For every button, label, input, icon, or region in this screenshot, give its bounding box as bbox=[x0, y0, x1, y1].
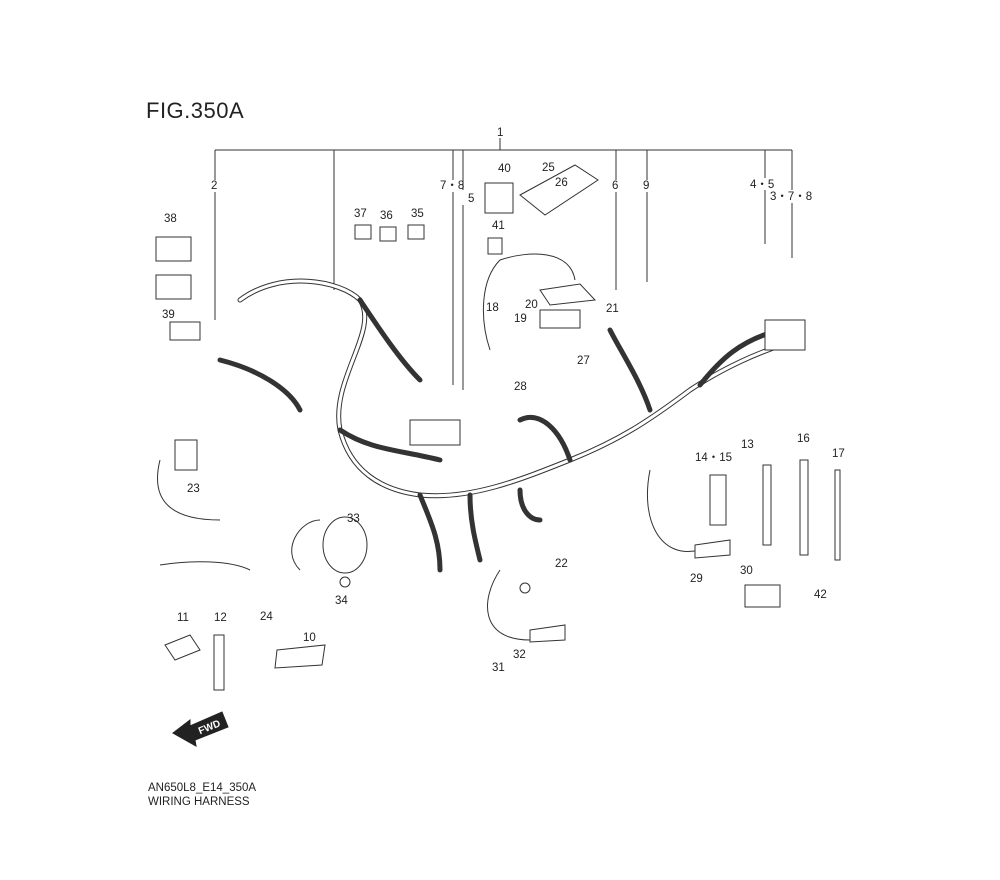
callout-36: 36 bbox=[380, 210, 393, 222]
main-harness bbox=[157, 253, 803, 641]
callout-21: 21 bbox=[606, 303, 619, 315]
callout-14-15: 14・15 bbox=[695, 452, 732, 464]
callout-17: 17 bbox=[832, 448, 845, 460]
callout-18: 18 bbox=[486, 302, 499, 314]
callout-25: 25 bbox=[542, 162, 555, 174]
part-2-cover bbox=[169, 321, 201, 341]
callout-11: 11 bbox=[177, 612, 189, 624]
parts bbox=[155, 164, 841, 691]
callout-32: 32 bbox=[513, 649, 526, 661]
callout-26: 26 bbox=[555, 177, 568, 189]
callout-35: 35 bbox=[411, 208, 424, 220]
part-33-horn bbox=[322, 516, 368, 574]
callout-34: 34 bbox=[335, 595, 348, 607]
callout-22: 22 bbox=[555, 558, 568, 570]
part-39-relay bbox=[155, 274, 192, 300]
callout-42: 42 bbox=[814, 589, 827, 601]
callout-2: 2 bbox=[211, 180, 217, 192]
callout-39: 39 bbox=[162, 309, 175, 321]
callout-41: 41 bbox=[492, 220, 505, 232]
diagram-code: AN650L8_E14_350A bbox=[148, 782, 257, 794]
callout-23: 23 bbox=[187, 483, 200, 495]
callout-24: 24 bbox=[260, 611, 273, 623]
part-1-leader-lines bbox=[214, 138, 793, 390]
figure-title: FIG.350A bbox=[146, 98, 245, 123]
diagram-name: WIRING HARNESS bbox=[148, 796, 250, 808]
part-42-cover bbox=[744, 584, 781, 608]
callout-4-5: 4・5 bbox=[750, 179, 774, 191]
callout-7-8: 7・8 bbox=[440, 180, 464, 192]
callout-33: 33 bbox=[347, 513, 360, 525]
part-10-pad bbox=[274, 644, 326, 669]
fwd-arrow: FWD bbox=[172, 711, 229, 747]
callout-1: 1 bbox=[497, 127, 503, 139]
callout-29: 29 bbox=[690, 573, 703, 585]
callout-13: 13 bbox=[741, 439, 754, 451]
callout-20: 20 bbox=[525, 299, 538, 311]
callout-40: 40 bbox=[498, 163, 511, 175]
callout-27: 27 bbox=[577, 355, 590, 367]
callout-10: 10 bbox=[303, 632, 316, 644]
callout-12: 12 bbox=[214, 612, 227, 624]
callout-28: 28 bbox=[514, 381, 527, 393]
callout-3-7-8: 3・7・8 bbox=[770, 191, 812, 203]
callout-9: 9 bbox=[643, 180, 649, 192]
callout-19: 19 bbox=[514, 313, 527, 325]
fuse-box bbox=[764, 319, 806, 351]
callout-30: 30 bbox=[740, 565, 753, 577]
callout-31: 31 bbox=[492, 662, 505, 674]
part-40-relay bbox=[484, 182, 514, 214]
part-38-relay bbox=[155, 236, 192, 262]
callout-labels: 1 2 7・8 5 40 25 26 6 9 4・5 3・7・8 38 37 3… bbox=[162, 127, 845, 674]
callout-37: 37 bbox=[354, 208, 367, 220]
part-25-socket bbox=[519, 164, 599, 216]
callout-6: 6 bbox=[612, 180, 618, 192]
callout-38: 38 bbox=[164, 213, 177, 225]
callout-5: 5 bbox=[468, 193, 474, 205]
callout-16: 16 bbox=[797, 433, 810, 445]
